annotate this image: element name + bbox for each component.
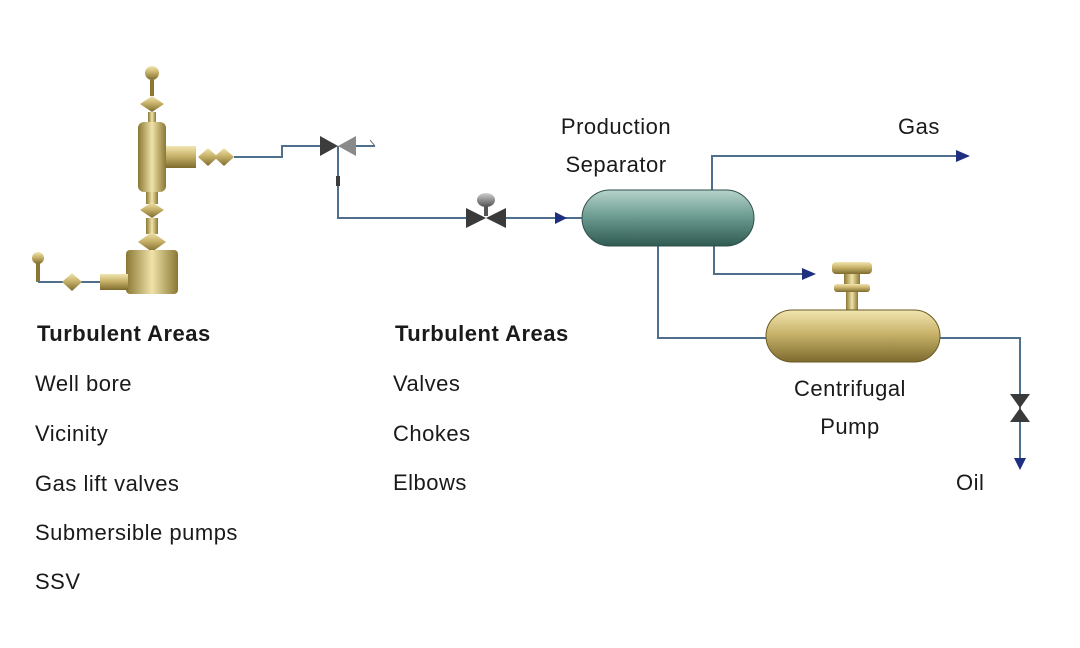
arrow-oil [1014, 458, 1026, 470]
middle-list-item: Elbows [393, 470, 467, 495]
flow-arrows [555, 150, 1026, 470]
arrow-to-pump [802, 268, 816, 280]
left-list-item: Gas lift valves [35, 471, 180, 496]
centrifugal-pump-label-line2: Pump [820, 414, 880, 439]
separator-to-pump-line [713, 246, 808, 275]
left-list-item: Well bore [35, 371, 133, 396]
arrow-gas [956, 150, 970, 162]
oil-label: Oil [956, 470, 985, 495]
wellhead-assembly [32, 66, 234, 294]
centrifugal-pump-vessel [765, 262, 941, 363]
production-separator-label: Production Separator [536, 114, 696, 178]
left-list-heading: Turbulent Areas [37, 321, 211, 346]
choke-valve-icon [320, 136, 376, 186]
production-separator-label-line2: Separator [565, 152, 667, 177]
wellhead-to-choke-line [234, 145, 322, 158]
gas-outlet-line [711, 155, 962, 190]
left-list-item: SSV [35, 569, 81, 594]
control-valve-icon [466, 193, 506, 228]
middle-list-heading: Turbulent Areas [395, 321, 569, 346]
pump-to-oil-line [940, 337, 1021, 462]
gas-label: Gas [898, 114, 940, 139]
centrifugal-pump-label-line1: Centrifugal [794, 376, 906, 401]
arrow-to-separator [555, 212, 567, 224]
left-list-item: Submersible pumps [35, 520, 238, 545]
separator-liquid-line [657, 246, 768, 339]
oil-outlet-valve-icon [1010, 394, 1030, 422]
production-separator-label-line1: Production [560, 114, 672, 139]
production-separator-vessel [581, 189, 755, 247]
left-list-item: Vicinity [35, 421, 109, 446]
middle-list-item: Chokes [393, 421, 471, 446]
centrifugal-pump-label: Centrifugal Pump [770, 376, 930, 440]
choke-to-valve-line [337, 160, 468, 219]
middle-list-item: Valves [393, 371, 461, 396]
